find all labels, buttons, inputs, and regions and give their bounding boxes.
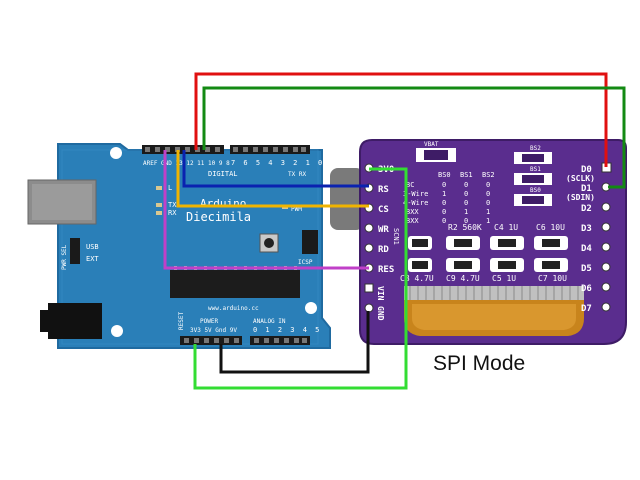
bs-row-value: 0 bbox=[464, 199, 468, 207]
wire-darkgreen-sdin bbox=[202, 86, 626, 189]
bs-row-value: 1 bbox=[486, 217, 490, 225]
digital-pins-left: AREF GND 13 12 11 10 9 8 bbox=[143, 160, 230, 167]
pin-cs-label: CS bbox=[378, 205, 389, 215]
scn1-label: SCN1 bbox=[392, 228, 400, 245]
component-c5-label: C5 1U bbox=[492, 274, 516, 283]
led-l-label: L bbox=[168, 184, 172, 192]
wire-red-sclk bbox=[194, 72, 608, 167]
pin-res-label: RES bbox=[378, 265, 394, 275]
board-name-line1: Arduino bbox=[200, 197, 246, 210]
mode-caption: SPI Mode bbox=[433, 352, 526, 375]
component-r2-label: R2 560K bbox=[448, 223, 482, 232]
oled-board: VBAT BS0 BS1 BS2 8C 0 0 0 3-Wire 1 0 0 4… bbox=[330, 139, 627, 345]
tx-rx-label: TX RX bbox=[288, 171, 306, 178]
pin-d0-label: D0 bbox=[581, 165, 592, 175]
arduino-board: USB EXT PWR SEL AREF GND 13 12 11 10 9 8… bbox=[27, 143, 331, 349]
wires bbox=[163, 72, 626, 390]
mounting-hole bbox=[305, 302, 317, 314]
wire-lightgreen-3v0 bbox=[193, 167, 408, 390]
pin-gnd-label: GND bbox=[376, 306, 385, 321]
pin-wr-label: WR bbox=[378, 225, 389, 235]
ext-label: EXT bbox=[86, 255, 99, 263]
bs1-header: BS1 bbox=[460, 171, 473, 179]
power-label: POWER bbox=[200, 318, 218, 325]
pwm-label: PWM bbox=[291, 206, 302, 213]
pin-rs-label: RS bbox=[378, 185, 389, 195]
analog-in-label: ANALOG IN bbox=[253, 318, 286, 325]
bs2-jumper-label: BS2 bbox=[530, 145, 541, 152]
sdin-label: (SDIN) bbox=[566, 193, 595, 202]
bs-row-mode: 4-Wire bbox=[403, 199, 428, 207]
pin-d7-label: D7 bbox=[581, 304, 592, 314]
led-tx-label: TX bbox=[168, 201, 177, 209]
microcontroller-chip bbox=[170, 270, 300, 298]
pin-d4-label: D4 bbox=[581, 244, 592, 254]
bs-row-mode: 3-Wire bbox=[403, 190, 428, 198]
mounting-hole bbox=[111, 325, 123, 337]
bs-row-value: 1 bbox=[442, 190, 446, 198]
bs-row-value: 0 bbox=[442, 217, 446, 225]
bs-row-value: 1 bbox=[464, 208, 468, 216]
power-pins-label: 3V3 5V Gnd 9V bbox=[190, 327, 237, 334]
pin-d1-label: D1 bbox=[581, 184, 592, 194]
led-rx-label: RX bbox=[168, 209, 177, 217]
wire-black-gnd bbox=[219, 311, 370, 374]
wire-blue-rs bbox=[182, 150, 369, 188]
pin-d5-label: D5 bbox=[581, 264, 592, 274]
bs0-jumper-label: BS0 bbox=[530, 187, 541, 194]
icsp-label: ICSP bbox=[298, 259, 313, 266]
bs-row-value: 0 bbox=[442, 208, 446, 216]
bs-row-value: 0 bbox=[486, 190, 490, 198]
component-c6-label: C6 10U bbox=[536, 223, 565, 232]
pin-d3-label: D3 bbox=[581, 224, 592, 234]
board-name-line2: Diecimila bbox=[186, 210, 251, 224]
bs-row-mode: 8XX bbox=[406, 217, 419, 225]
bs-row-value: 0 bbox=[442, 181, 446, 189]
analog-header bbox=[250, 336, 310, 345]
wire-yellow-cs bbox=[176, 150, 369, 208]
arduino-url: www.arduino.cc bbox=[208, 305, 259, 312]
digital-pins-right: 7 6 5 4 3 2 1 0 bbox=[231, 159, 324, 167]
power-jack bbox=[48, 303, 102, 339]
component-c9-label: C9 4.7U bbox=[446, 274, 480, 283]
bs-row-value: 1 bbox=[486, 208, 490, 216]
mounting-hole bbox=[110, 147, 122, 159]
sclk-label: (SCLK) bbox=[566, 174, 595, 183]
bs-row-value: 0 bbox=[464, 190, 468, 198]
bs-row-value: 0 bbox=[464, 217, 468, 225]
pin-rd-label: RD bbox=[378, 245, 389, 255]
digital-header-left bbox=[142, 145, 224, 154]
bs1-jumper-label: BS1 bbox=[530, 166, 541, 173]
bs-row-value: 0 bbox=[486, 199, 490, 207]
pin-d6-label: D6 bbox=[581, 284, 592, 294]
bs-row-value: 0 bbox=[464, 181, 468, 189]
bs-jumpers: BS2 BS1 BS0 bbox=[514, 145, 552, 206]
reset-label: RESET bbox=[178, 312, 185, 330]
component-c7-label: C7 10U bbox=[538, 274, 567, 283]
component-c4-label: C4 1U bbox=[494, 223, 518, 232]
pin-d2-label: D2 bbox=[581, 204, 592, 214]
bs-row-value: 0 bbox=[442, 199, 446, 207]
analog-pins-label: 0 1 2 3 4 5 bbox=[253, 326, 321, 334]
digital-label: DIGITAL bbox=[208, 170, 238, 178]
screen-flex-connector bbox=[404, 286, 584, 300]
bs0-header: BS0 bbox=[438, 171, 451, 179]
bs2-header: BS2 bbox=[482, 171, 495, 179]
oled-right-pins bbox=[601, 162, 612, 312]
bs-row-mode: 8XX bbox=[406, 208, 419, 216]
component-c8-label: C8 4.7U bbox=[400, 274, 434, 283]
usb-label: USB bbox=[86, 243, 99, 251]
digital-header-right bbox=[230, 145, 310, 154]
bs-row-mode: 8C bbox=[406, 181, 414, 189]
pwr-sel-label: PWR SEL bbox=[61, 244, 68, 270]
pin-vin-label: VIN bbox=[376, 286, 385, 301]
vbat-label: VBAT bbox=[424, 141, 439, 148]
icsp-header bbox=[302, 230, 318, 254]
bs-row-value: 0 bbox=[486, 181, 490, 189]
power-header bbox=[180, 336, 242, 345]
wire-purple-res bbox=[163, 150, 369, 270]
